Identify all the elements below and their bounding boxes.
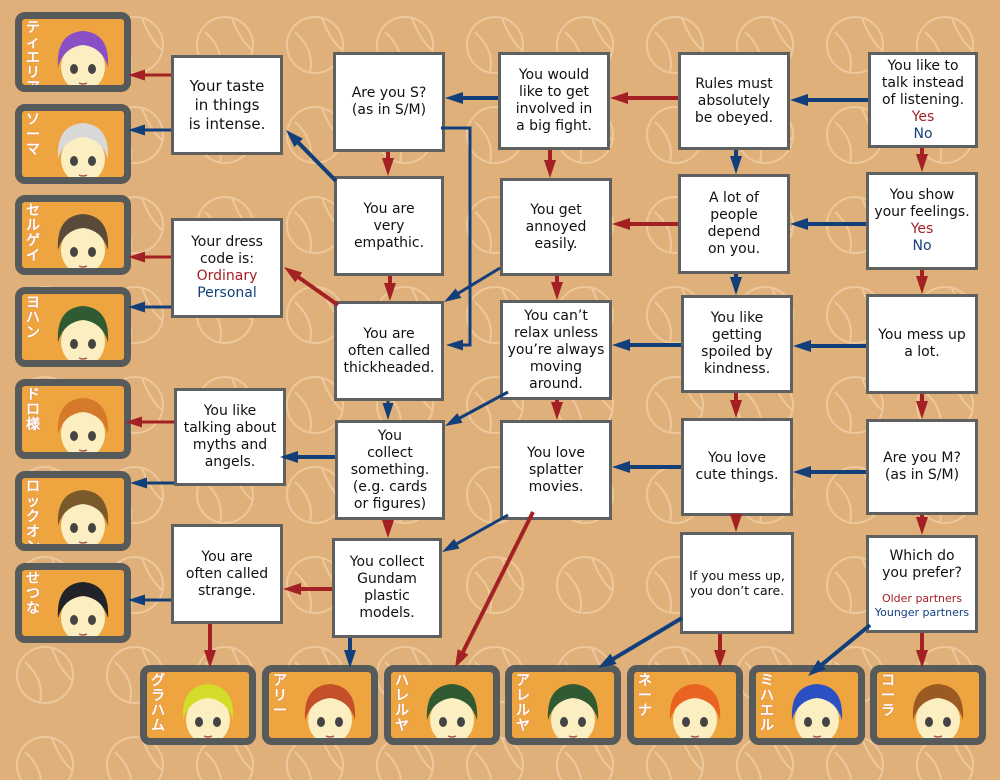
- result-portrait: グラハム: [140, 665, 256, 745]
- question-myths: You like talking about myths and angels.: [174, 388, 286, 486]
- character-face-icon: [426, 684, 478, 738]
- question-text: Are you S? (as in S/M): [351, 85, 427, 118]
- question-text: You are often called thickheaded.: [343, 325, 435, 376]
- question-thickheaded: You are often called thickheaded.: [334, 301, 444, 401]
- character-name: コーラ: [881, 673, 895, 719]
- character-face-icon: [57, 214, 109, 268]
- question-text: You love splatter movies.: [527, 444, 585, 495]
- question-text: Your dress code is:: [191, 234, 263, 267]
- character-name: せつな: [26, 571, 40, 617]
- question-prefer: Which do you prefer? Older partners Youn…: [866, 535, 978, 633]
- character-name: アレルヤ: [516, 673, 530, 734]
- question-text: You show your feelings.: [874, 187, 970, 220]
- question-text: You collect something. (e.g. cards or fi…: [350, 427, 430, 512]
- result-portrait: ロックオン: [15, 471, 131, 551]
- question-gundam: You collect Gundam plastic models.: [332, 538, 442, 638]
- character-face-icon: [57, 398, 109, 452]
- question-text: Are you M? (as in S/M): [883, 450, 961, 483]
- question-text: A lot of people depend on you.: [707, 190, 761, 257]
- question-text: You would like to get involved in a big …: [515, 67, 593, 134]
- ordinary-option: Ordinary: [196, 268, 258, 284]
- character-name: ヨハン: [26, 295, 40, 341]
- question-are-m: Are you M? (as in S/M): [866, 419, 978, 515]
- character-face-icon: [791, 684, 843, 738]
- question-text: You love cute things.: [695, 450, 779, 483]
- result-portrait: ミハエル: [749, 665, 865, 745]
- character-name: ミハエル: [760, 673, 774, 734]
- question-text: You collect Gundam plastic models.: [349, 554, 425, 621]
- question-talk: You like to talk instead of listening. Y…: [868, 52, 978, 148]
- question-spoiled: You like getting spoiled by kindness.: [681, 295, 793, 393]
- question-cant-relax: You can’t relax unless you’re always mov…: [500, 300, 612, 400]
- character-face-icon: [182, 684, 234, 738]
- character-face-icon: [304, 684, 356, 738]
- question-cute: You love cute things.: [681, 418, 793, 516]
- question-text: You like to talk instead of listening.: [881, 57, 965, 108]
- character-name: ソーマ: [26, 112, 40, 158]
- character-face-icon: [547, 684, 599, 738]
- question-text: You like talking about myths and angels.: [183, 403, 277, 470]
- question-text: Your taste in things is intense.: [188, 76, 266, 133]
- result-portrait: ドロ様: [15, 379, 131, 459]
- question-are-s: Are you S? (as in S/M): [333, 52, 445, 152]
- character-name: ドロ様: [26, 387, 40, 433]
- question-depend: A lot of people depend on you.: [678, 174, 790, 274]
- yes-label: Yes: [911, 108, 935, 125]
- result-portrait: せつな: [15, 563, 131, 643]
- character-name: グラハム: [151, 673, 165, 734]
- question-text: Which do you prefer?: [882, 548, 962, 581]
- question-empathic: You are very empathic.: [334, 176, 444, 276]
- character-face-icon: [57, 31, 109, 85]
- question-annoyed: You get annoyed easily.: [500, 178, 612, 276]
- character-name: ロックオン: [26, 479, 40, 551]
- character-name: ティエリア: [26, 20, 40, 92]
- result-portrait: アレルヤ: [505, 665, 621, 745]
- question-dont-care: If you mess up, you don’t care.: [680, 532, 794, 634]
- character-face-icon: [57, 306, 109, 360]
- result-portrait: セルゲイ: [15, 195, 131, 275]
- character-name: セルゲイ: [26, 203, 40, 264]
- yes-label: Yes: [910, 221, 934, 237]
- result-portrait: コーラ: [870, 665, 986, 745]
- character-face-icon: [57, 123, 109, 177]
- personal-option: Personal: [197, 285, 257, 301]
- question-splatter: You love splatter movies.: [500, 420, 612, 520]
- question-text: Rules must absolutely be obeyed.: [694, 75, 774, 126]
- no-label: No: [912, 238, 932, 254]
- character-face-icon: [57, 582, 109, 636]
- character-face-icon: [57, 490, 109, 544]
- question-dress: Your dress code is: Ordinary Personal: [171, 218, 283, 318]
- character-face-icon: [912, 684, 964, 738]
- character-face-icon: [669, 684, 721, 738]
- result-portrait: ソーマ: [15, 104, 131, 184]
- question-text: You like getting spoiled by kindness.: [701, 310, 773, 377]
- question-text: You mess up a lot.: [878, 327, 966, 360]
- question-fight: You would like to get involved in a big …: [498, 52, 610, 150]
- character-name: ハレルヤ: [395, 673, 409, 734]
- result-portrait: ティエリア: [15, 12, 131, 92]
- character-name: アリー: [273, 673, 287, 719]
- question-text: If you mess up, you don’t care.: [689, 568, 785, 598]
- result-portrait: アリー: [262, 665, 378, 745]
- question-text: You are very empathic.: [353, 200, 425, 251]
- question-taste: Your taste in things is intense.: [171, 55, 283, 155]
- older-partners-option: Older partners: [881, 592, 963, 605]
- question-collect: You collect something. (e.g. cards or fi…: [335, 420, 445, 520]
- question-mess-up: You mess up a lot.: [866, 294, 978, 394]
- no-label: No: [913, 125, 933, 142]
- younger-partners-option: Younger partners: [874, 606, 970, 619]
- question-rules: Rules must absolutely be obeyed.: [678, 52, 790, 150]
- question-text: You can’t relax unless you’re always mov…: [507, 307, 605, 392]
- character-name: ネーナ: [638, 673, 652, 719]
- result-portrait: ネーナ: [627, 665, 743, 745]
- question-text: You get annoyed easily.: [525, 201, 587, 252]
- question-text: You are often called strange.: [185, 548, 269, 599]
- question-strange: You are often called strange.: [171, 524, 283, 624]
- question-feelings: You show your feelings. Yes No: [866, 172, 978, 270]
- result-portrait: ハレルヤ: [384, 665, 500, 745]
- result-portrait: ヨハン: [15, 287, 131, 367]
